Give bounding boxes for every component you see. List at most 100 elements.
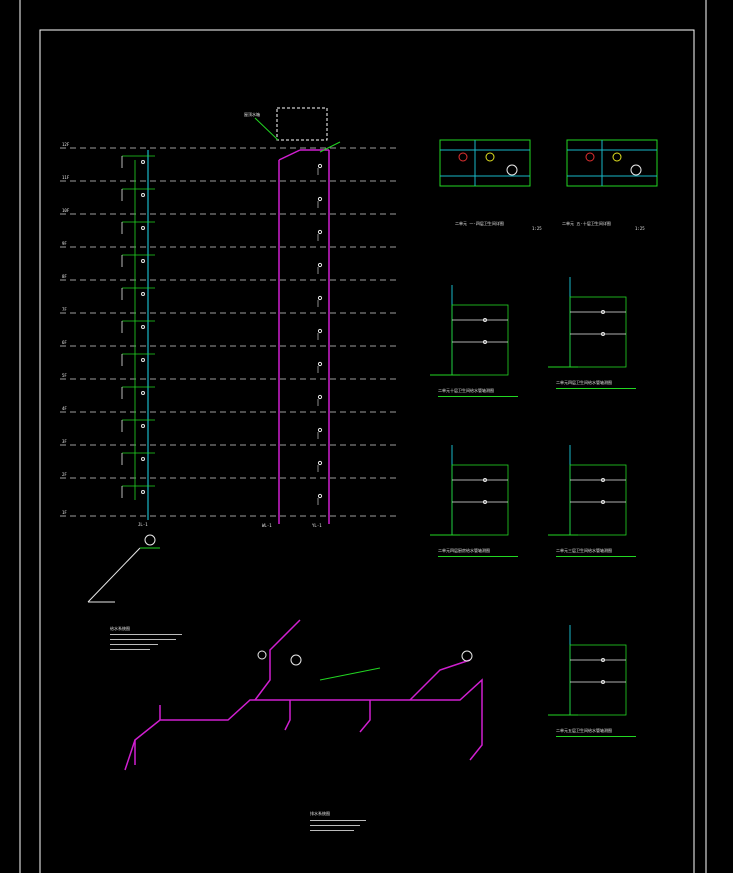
plan-a-fixture [485, 152, 495, 162]
valve-marker [141, 490, 145, 494]
detail-note-line [556, 556, 636, 557]
valve-marker [141, 457, 145, 461]
valve-marker [141, 292, 145, 296]
valve-marker [141, 358, 145, 362]
riser-marker [317, 196, 323, 202]
detail-valve [483, 340, 487, 344]
notes-lines [110, 649, 150, 650]
floor-tag: 11F [62, 175, 70, 180]
riser-top-link [278, 149, 301, 161]
detail-diagrams: 二单元十层卫生间给水管轴测图二单元四层卫生间给水管轴测图二单元四层厨房给水管轴测… [430, 277, 636, 737]
drain-branch [124, 739, 136, 771]
detail-note-line [438, 396, 518, 397]
riser-marker [317, 394, 323, 400]
detail-valve [601, 658, 605, 662]
detail-note-line [556, 736, 636, 737]
riser-marker [317, 427, 323, 433]
drain-marker [257, 650, 267, 660]
riser-marker [317, 229, 323, 235]
drain-branch [284, 700, 291, 731]
plan-b-title: 二单元 五-十层卫生间详图 [562, 220, 611, 226]
floor-tag: 7F [62, 307, 67, 312]
bottom-notes-lines [310, 825, 360, 826]
detail-note-line [438, 556, 518, 557]
valve-marker [141, 325, 145, 329]
bottom-notes-lines [310, 830, 354, 831]
plan-b-fixture [630, 164, 642, 176]
detail-valve [601, 478, 605, 482]
plan-b-fixture [585, 152, 595, 162]
callout-leader [254, 117, 279, 141]
drainage-network [124, 619, 483, 771]
detail-frame [569, 296, 627, 368]
detail-frame [569, 464, 627, 536]
detail-frame [451, 464, 509, 536]
bottom-notes-lines [310, 820, 366, 821]
riser-marker [317, 262, 323, 268]
riser-marker [317, 493, 323, 499]
riser-tag-wl: WL-1 [262, 523, 272, 528]
floor-tag: 10F [62, 208, 70, 213]
floor-tag: 12F [62, 142, 70, 147]
plan-b-fixture [612, 152, 622, 162]
plan-a-title: 二单元 一-四层卫生间详图 [455, 220, 504, 226]
valve-marker [141, 424, 145, 428]
main-riser-group: 屋顶水箱 [244, 107, 341, 524]
plan-a-outline [439, 139, 531, 187]
detail-title: 二单元五层卫生间给水管轴测图 [556, 727, 612, 733]
callout-leader-2 [319, 141, 341, 153]
bathroom-plan-b: 二单元 五-十层卫生间详图 1:25 [562, 139, 658, 231]
bottom-title: 排水系统图 [310, 810, 330, 816]
riser-marker [317, 361, 323, 367]
floor-tag: 9F [62, 241, 67, 246]
detail-valve [601, 500, 605, 504]
valve-marker [141, 160, 145, 164]
plan-b-scale: 1:25 [635, 226, 645, 231]
valve-marker [141, 226, 145, 230]
detail-title: 二单元三层卫生间给水管轴测图 [556, 547, 612, 553]
drain-main [134, 678, 483, 765]
detail-frame [569, 644, 627, 716]
plan-a-scale: 1:25 [532, 226, 542, 231]
roof-tank-callout [276, 107, 328, 141]
riser-marker [317, 328, 323, 334]
riser-marker [317, 460, 323, 466]
riser-tag-jl: JL-1 [138, 522, 148, 527]
floor-tag: 5F [62, 373, 67, 378]
left-riser-group [121, 150, 155, 520]
detail-valve [483, 478, 487, 482]
valve-marker [141, 391, 145, 395]
plan-a-fixture [506, 164, 518, 176]
callout-top-label: 屋顶水箱 [244, 111, 260, 117]
detail-title: 二单元四层卫生间给水管轴测图 [556, 379, 612, 385]
drain-branch [359, 700, 371, 733]
floor-tag: 6F [62, 340, 67, 345]
detail-valve [601, 332, 605, 336]
floor-tag: 3F [62, 439, 67, 444]
riser-marker [317, 295, 323, 301]
plan-b-outline [566, 139, 658, 187]
valve-marker [141, 193, 145, 197]
iso-marker [144, 534, 156, 546]
floor-tag: 1F [62, 510, 67, 515]
valve-marker [141, 259, 145, 263]
drawing-border [39, 29, 695, 873]
detail-note-line [556, 388, 636, 389]
detail-frame [451, 304, 509, 376]
drain-branch [409, 659, 471, 701]
notes-lines [110, 644, 158, 645]
riser-tag-yl: YL-1 [312, 523, 322, 528]
plan-a-fixture [458, 152, 468, 162]
drain-leader [319, 667, 381, 681]
detail-valve [601, 310, 605, 314]
notes-block: 给水系统图 排水系统图 [110, 625, 366, 831]
iso-line [87, 547, 141, 603]
notes-lines [110, 639, 176, 640]
floor-tag: 4F [62, 406, 67, 411]
drain-marker [290, 654, 302, 666]
detail-valve [601, 680, 605, 684]
riser-tags: JL-1 WL-1 YL-1 [138, 522, 322, 528]
drain-marker [461, 650, 473, 662]
